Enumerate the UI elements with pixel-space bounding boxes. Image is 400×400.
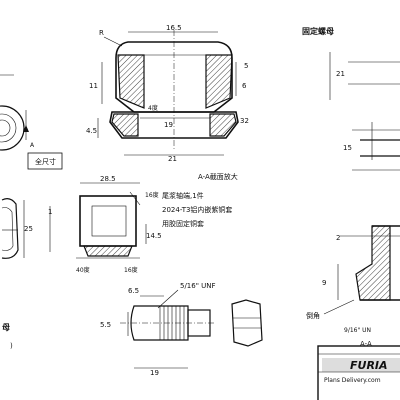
footer-url: Plans Delivery.com [324,377,381,384]
dim-15: 15 [343,144,352,152]
dim-19: 19 [164,121,173,129]
fixing-nut-title: 固定螺母 [302,26,334,36]
fixing-nut-view: 固定螺母 21 15 [302,26,400,171]
dim-1: 1 [48,208,52,216]
section-aa-caption: A-A截面放大 [198,172,238,181]
left-bottom-fragment: 母 ) [2,323,13,350]
dim-radius: R [99,29,104,37]
dim-21: 21 [168,155,177,163]
section-aa-view: 16.5 R 11 5 6 4度 19 32 4.5 21 A-A截面放大 [86,24,249,181]
chamfer-label: 倒角 [306,311,320,320]
section-a-label: A-A [360,340,372,348]
note-line-1: 尾浆轴端,1件 [162,191,204,200]
nut-char-fragment: 母 [2,323,10,332]
bolt-view: 5/16" UNF 6.5 5.5 19 [100,282,216,377]
furia-logo: FURIA [350,359,388,372]
thread-spec-2-label: 9/16" UN [344,327,371,334]
full-size-label: 全尺寸 [35,157,56,166]
dim-40-deg: 40度 [76,266,90,274]
material-note: 尾浆轴端,1件 2024-T3铝内嵌紫铜套 用胶固定铜套 [162,191,232,228]
dim-16-5: 16.5 [166,24,182,32]
thread-spec-label: 5/16" UNF [180,282,216,290]
dim-25: 25 [24,225,33,233]
dim-14-5: 14.5 [146,232,162,240]
dim-16-deg: 16度 [145,191,159,199]
dim-5: 5 [244,62,248,70]
dim-4-5: 4.5 [86,127,97,135]
block-view: 28.5 16度 14.5 1 25 40度 16度 [24,175,162,274]
dim-6: 6 [242,82,247,90]
dim-32: 32 [240,117,249,125]
note-line-2: 2024-T3铝内嵌紫铜套 [162,205,232,214]
dim-5-5: 5.5 [100,321,111,329]
full-size-tag: 全尺寸 [27,152,63,170]
title-block: FURIA Plans Delivery.com [317,345,400,400]
dim-28-5: 28.5 [100,175,116,183]
dim-21-nut: 21 [336,70,345,78]
section-marker-a: A [30,142,35,149]
dim-16-deg-b: 16度 [124,266,138,274]
side-profile-view [1,198,25,259]
dim-2: 2 [336,234,340,242]
dim-19-bolt: 19 [150,369,159,377]
dim-9: 9 [322,279,326,287]
dim-11: 11 [89,82,98,90]
paren-fragment: ) [10,342,13,350]
fitting-section-view: 2 9 倒角 9/16" UN A-A [306,225,400,348]
dim-6-5: 6.5 [128,287,139,295]
dim-4-deg: 4度 [148,104,158,112]
left-end-view: A [0,74,35,151]
note-line-3: 用胶固定铜套 [162,219,204,228]
hex-nut-view [231,299,263,347]
